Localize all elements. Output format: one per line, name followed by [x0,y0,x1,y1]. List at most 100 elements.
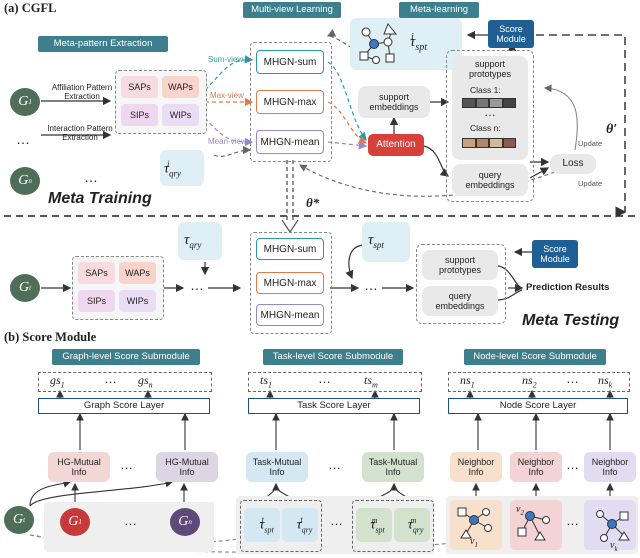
tau-spt-symbol: τ [368,232,374,248]
ns-dots: … [566,371,579,386]
meta-panel-training [446,50,534,202]
mhgn-max-testing: MHGN-max [256,272,324,294]
graph-score-layer: Graph Score Layer [38,398,210,414]
mhgn-sum-training: MHGN-sum [256,50,324,74]
hg-mutual-n-line1: HG-Mutual [165,456,209,467]
ts1-sub: 1 [268,380,273,390]
tau-qry-1-card: τqry1 [282,508,318,542]
affiliation-line1: Affiliation Pattern [51,83,113,92]
node-score-layer: Node Score Layer [448,398,628,414]
tsm-sub: m [372,380,378,390]
gs1-symbol: gs [50,373,61,387]
tau-spt-label: τspt [368,232,384,251]
g-dots: … [16,131,30,147]
task-mutual-m-line2: Info [385,467,401,477]
neighbor-2-line1: Neighbor [517,456,555,467]
gsn-label: gsn [138,373,153,390]
tau-spt-1-label: τspt1 [259,516,273,535]
gn-b-sub: n [188,518,192,526]
gn-subscript: n [28,177,32,185]
tau-qry-symbol: τ [184,232,190,248]
g1-b-label: G [68,514,79,529]
part-a-title: (a) CGFL [4,1,57,15]
sips-pill: SIPs [121,104,158,126]
support-prototypes-line1: support [474,59,506,69]
node-v2-graph-icon [517,511,550,541]
v2-sub: 2 [520,509,524,517]
theta-star-label: θ* [306,195,320,210]
v2-symbol: v [516,504,521,515]
support-prototypes-line2: prototypes [468,68,512,79]
task-level-header: Task-level Score Submodule [263,349,403,365]
task-m-group [352,500,434,552]
gn-b-label: G [178,514,189,529]
loss-block: Loss [550,154,596,174]
v2-label: v2 [516,504,524,518]
tau-spt-i-label: τspti [410,32,427,53]
tau-qry-m-symbol: τ [407,517,413,533]
query-embeddings-line1: query [478,169,502,180]
interaction-line1: Interaction Pattern [47,124,113,133]
node-scores-row [448,372,630,392]
score-module-testing-line2: Module [540,254,570,264]
ts1-symbol: ts [260,373,269,387]
hg-mutual-n-line2: Info [179,467,195,477]
tau-spt-i-card [350,18,462,70]
tau-qry-i-card [160,150,204,186]
tau-spt-i-symbol: τ [410,34,416,50]
gsn-symbol: gs [138,373,149,387]
score-module-line2: Module [496,34,526,44]
g1-subscript: 1 [28,98,32,106]
graph-nodes-dots: … [124,513,137,528]
tau-spt-1-card: τspt1 [244,508,280,542]
tau-qry-1-symbol: τ [296,517,302,533]
mhgn-mean-training: MHGN-mean [256,130,324,154]
wips-pill-testing: WIPs [119,290,156,312]
neighbor-k-line1: Neighbor [591,456,629,467]
nsk-label: nsk [598,373,612,390]
part-b-title: (b) Score Module [4,330,97,344]
nsk-symbol: ns [598,373,609,387]
tau-spt-1-sub: spt [264,525,274,535]
pattern-dots: … [84,169,98,185]
prediction-results-label: Prediction Results [526,282,610,293]
v1-symbol: v [470,536,475,547]
view-sum-label: Sum-view [208,55,244,64]
tau-qry-1-sup: 1 [299,515,304,525]
waps-pill-testing: WAPs [119,262,156,284]
tau-qry-m-sup: m [410,515,417,525]
gn-label: G [18,173,29,188]
ns2-symbol: ns [522,373,533,387]
header-multiview: Multi-view Learning [243,2,341,18]
tau-qry-label: τqry [184,232,201,251]
tau-qry-1-label: τqry1 [296,515,313,535]
neighbor-1-line2: Info [468,467,484,477]
neighbor-2-line2: Info [528,467,544,477]
header-metalearning: Meta-learning [399,2,479,18]
gt-b-sub: t [23,516,26,524]
node-v1-graph-icon [457,507,492,539]
task-score-layer: Task Score Layer [248,398,420,414]
tau-qry-1-sub: qry [301,525,313,535]
testing-dots-1: … [190,277,204,293]
mhgn-box-training [250,42,332,162]
support-embeddings-line2: embeddings [369,102,419,112]
ts-dots: … [318,371,331,386]
ts1-label: ts1 [260,373,273,390]
tsm-label: tsm [364,373,378,390]
mhgn-box-testing [250,232,332,334]
node-cards-dots: … [566,513,579,528]
saps-pill-testing: SAPs [78,262,115,284]
tau-spt-m-sub: spt [375,525,385,535]
update2-label: Update [578,179,603,188]
